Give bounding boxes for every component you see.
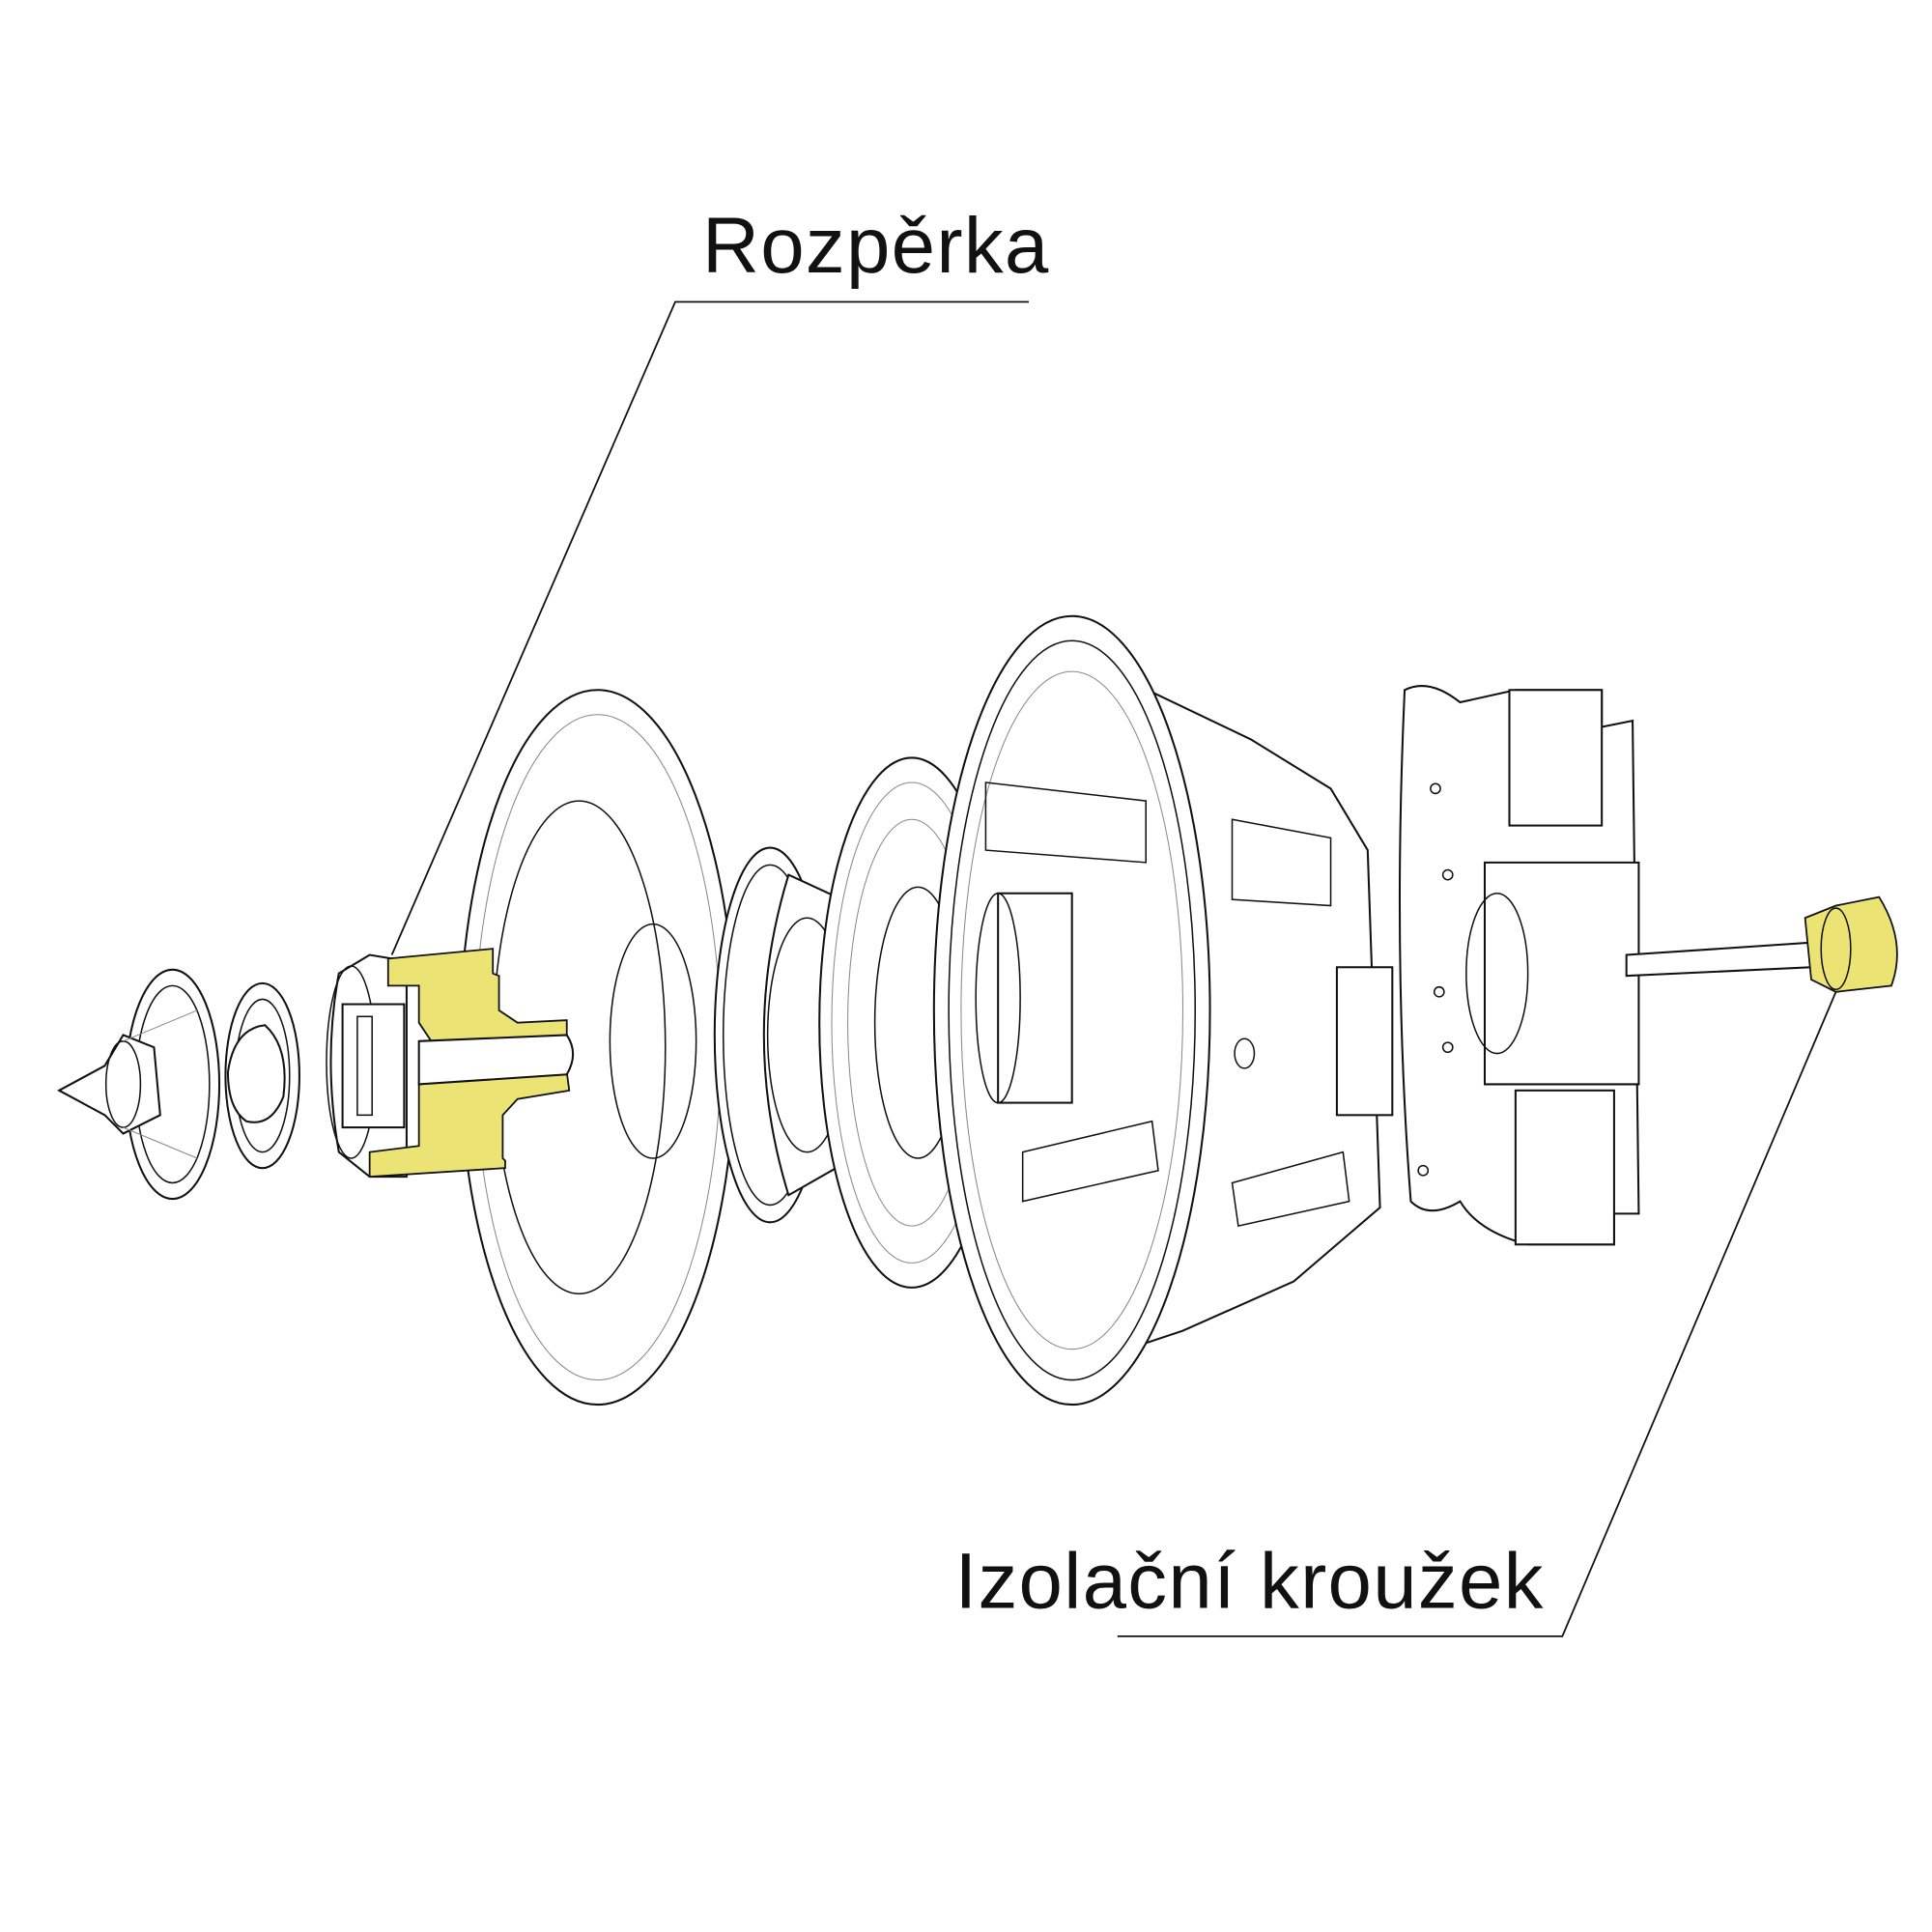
basket-part xyxy=(932,614,1394,1406)
leader-line-spacer xyxy=(390,300,1030,955)
label-insulating-ring: Izolační kroužek xyxy=(955,1538,1545,1626)
leader-line-insulating-ring xyxy=(1117,991,1837,1637)
spacer-part xyxy=(326,948,575,1179)
shaft-part xyxy=(1625,895,1898,993)
spacer-highlight xyxy=(386,948,568,1042)
phase-plug-part xyxy=(57,968,221,1201)
dome-part xyxy=(224,981,300,1170)
magnet-plate-part xyxy=(1398,685,1640,1246)
label-spacer: Rozpěrka xyxy=(702,202,1050,290)
